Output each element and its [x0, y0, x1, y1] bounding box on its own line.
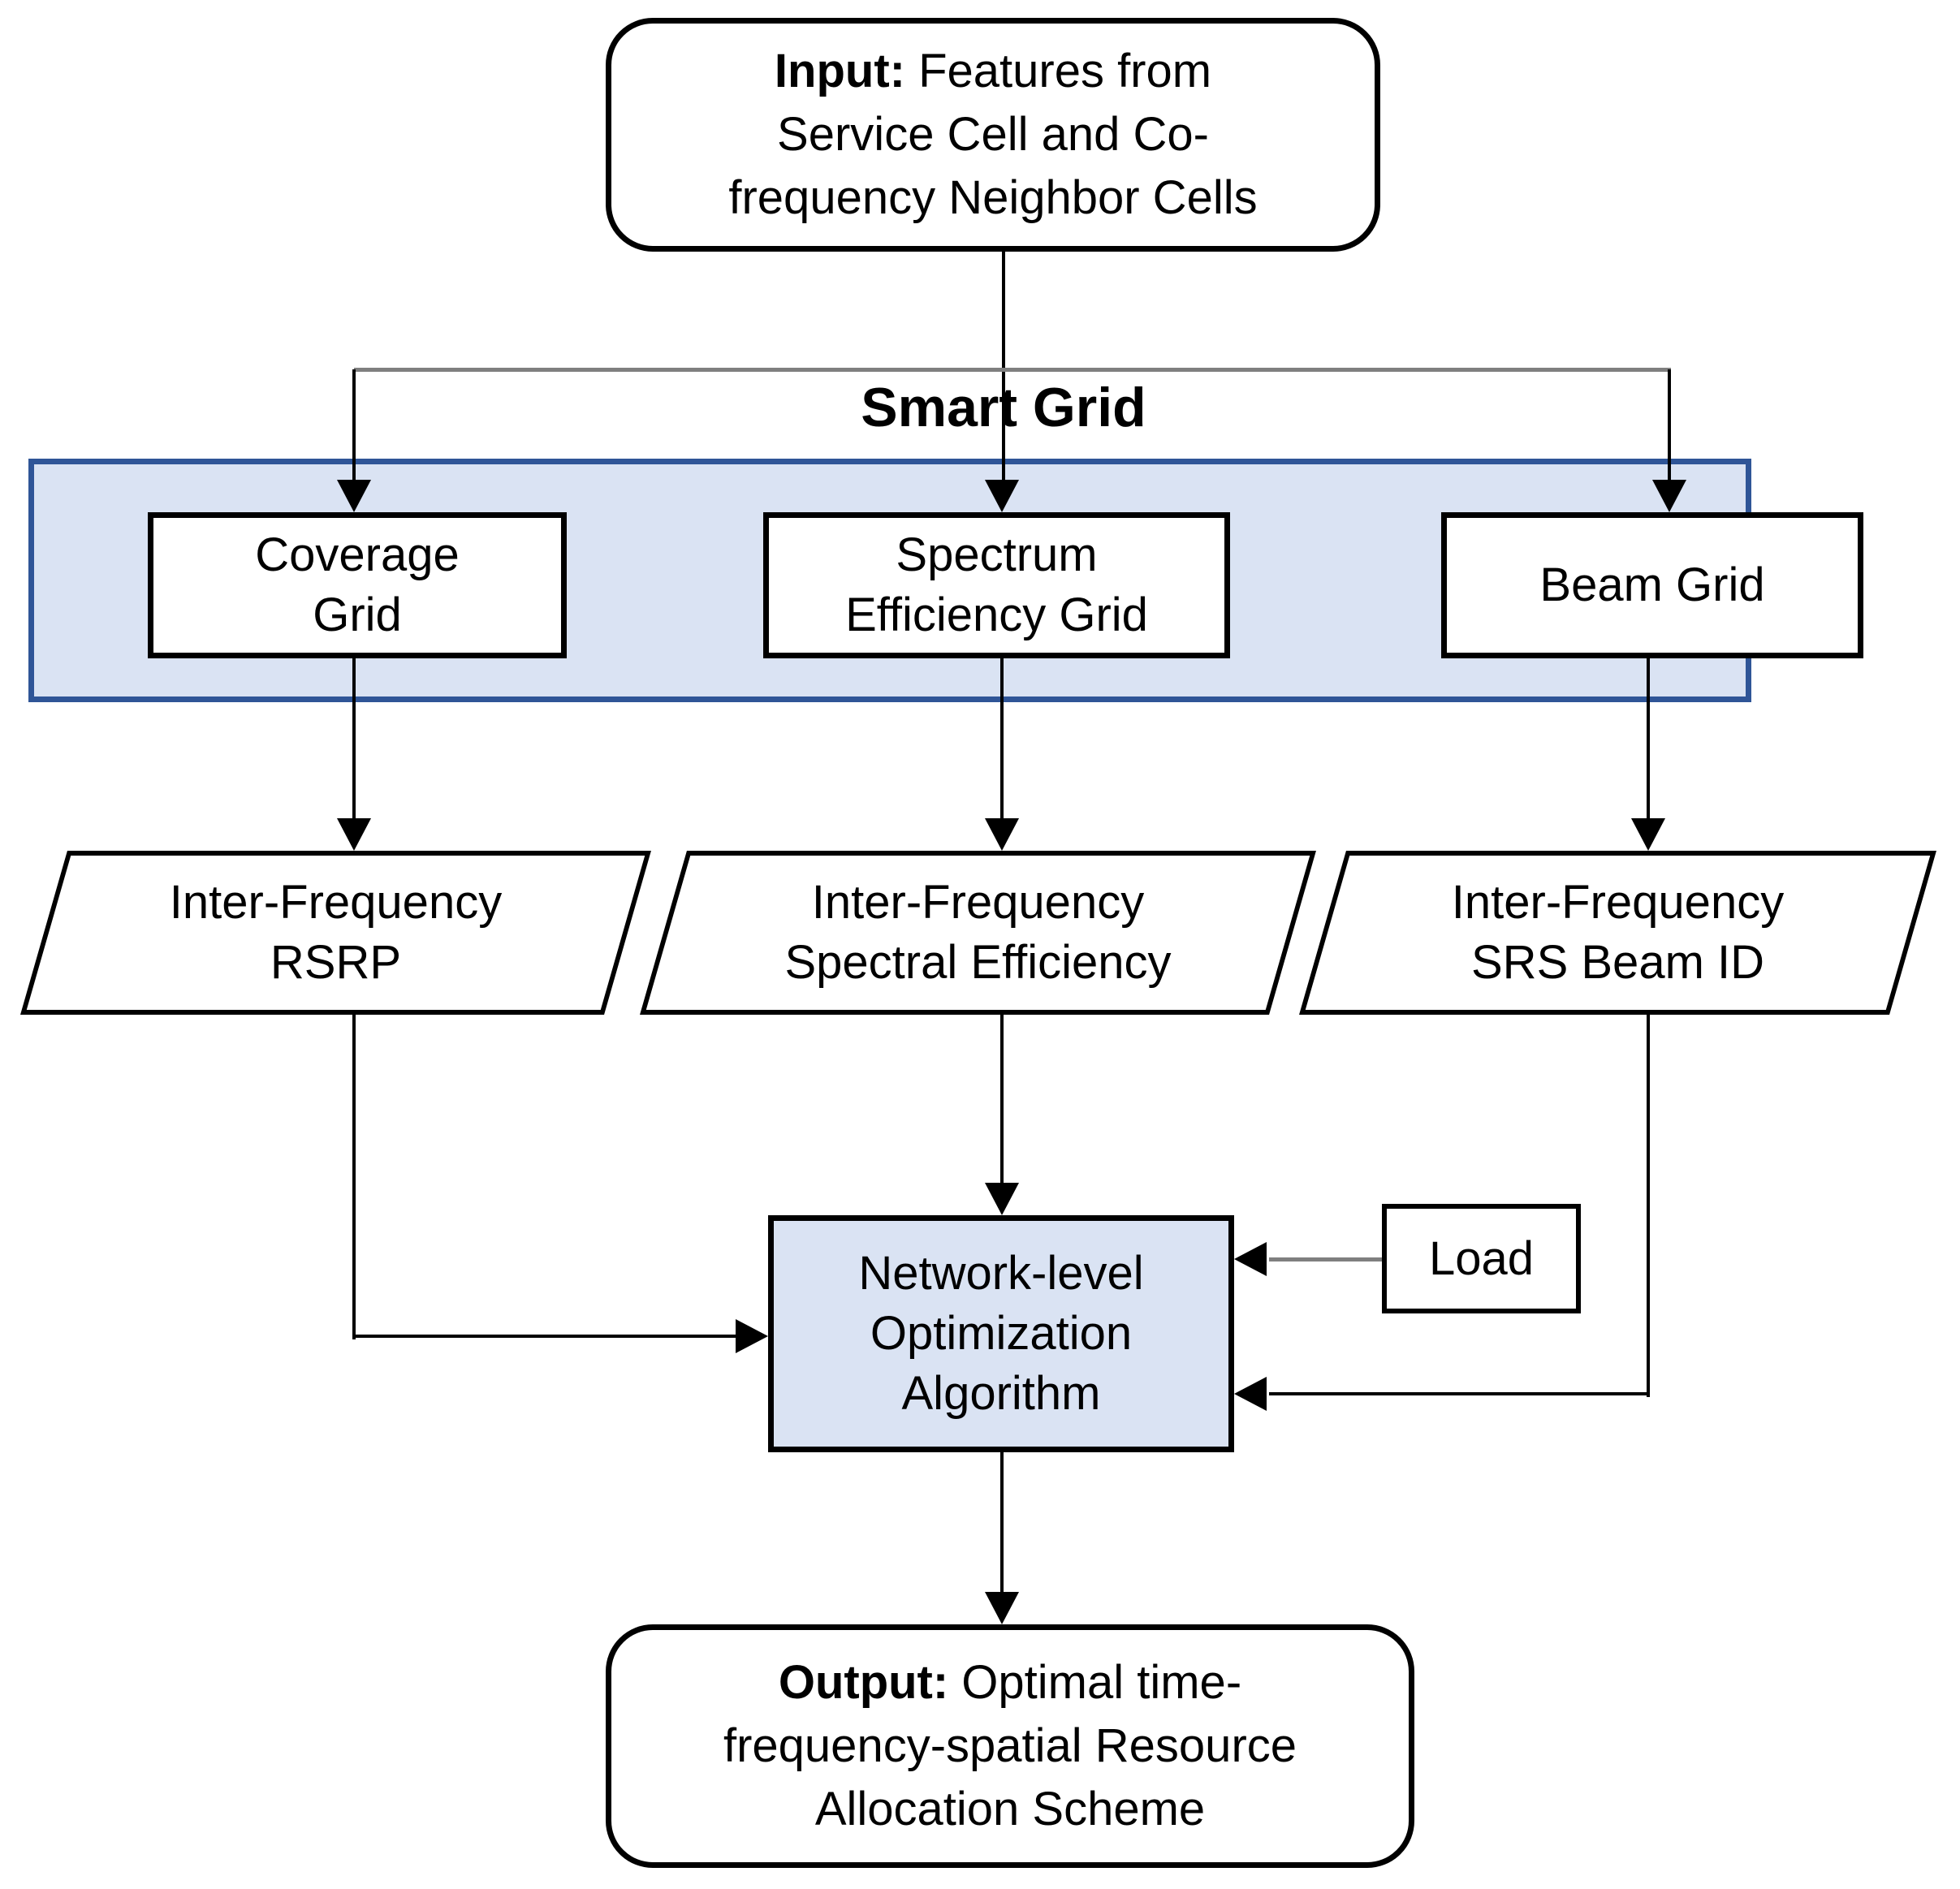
- connector-branch-right-down: [1668, 369, 1671, 483]
- input-line-2: Service Cell and Co-: [777, 108, 1209, 161]
- output-box: Output: Optimal time- frequency-spatial …: [606, 1624, 1414, 1868]
- connector-spectrum-to-spectral: [1000, 658, 1004, 821]
- arrowhead-into-spectrum-grid: [985, 480, 1019, 512]
- connector-rsrp-right: [352, 1335, 736, 1338]
- output-line-3: Allocation Scheme: [814, 1783, 1206, 1835]
- coverage-grid-box: Coverage Grid: [148, 512, 567, 658]
- spectral-efficiency-parallelogram: Inter-Frequency Spectral Efficiency: [640, 851, 1316, 1015]
- connector-rsrp-down: [352, 1015, 356, 1339]
- arrowhead-into-output: [985, 1592, 1019, 1624]
- output-line-2: frequency-spatial Resource: [723, 1719, 1297, 1772]
- arrowhead-into-rsrp: [337, 818, 371, 851]
- coverage-grid-line-2: Grid: [313, 589, 402, 641]
- arrowhead-rsrp-into-network: [736, 1319, 768, 1353]
- connector-srs-left: [1269, 1392, 1650, 1395]
- input-line-1: Input: Features from: [774, 45, 1212, 97]
- arrowhead-into-spectral: [985, 818, 1019, 851]
- connector-input-down: [1002, 252, 1005, 483]
- arrowhead-spectral-into-network: [985, 1183, 1019, 1215]
- load-box: Load: [1382, 1204, 1581, 1313]
- arrowhead-load-into-network: [1234, 1242, 1267, 1276]
- srs-beam-id-parallelogram: Inter-Frequency SRS Beam ID: [1299, 851, 1936, 1015]
- coverage-grid-line-1: Coverage: [255, 528, 460, 581]
- spectrum-grid-line-1: Spectrum: [896, 528, 1098, 581]
- arrowhead-into-srs: [1631, 818, 1665, 851]
- arrowhead-into-coverage-grid: [337, 480, 371, 512]
- network-line-3: Algorithm: [901, 1367, 1101, 1420]
- network-line-2: Optimization: [870, 1307, 1133, 1360]
- spectral-line-2: Spectral Efficiency: [784, 936, 1172, 989]
- srs-line-2: SRS Beam ID: [1471, 936, 1764, 989]
- connector-beam-to-srs: [1647, 658, 1650, 821]
- rsrp-line-2: RSRP: [270, 936, 402, 989]
- connector-network-to-output: [1000, 1452, 1004, 1593]
- connector-load-left: [1269, 1257, 1382, 1261]
- connector-srs-down: [1647, 1015, 1650, 1397]
- input-line-3: frequency Neighbor Cells: [728, 171, 1258, 224]
- connector-spectral-down: [1000, 1015, 1004, 1185]
- srs-line-1: Inter-Frequency: [1451, 876, 1785, 929]
- arrowhead-into-beam-grid: [1652, 480, 1686, 512]
- beam-grid-line-1: Beam Grid: [1539, 559, 1765, 611]
- spectrum-grid-line-2: Efficiency Grid: [845, 589, 1148, 641]
- load-label: Load: [1428, 1231, 1535, 1285]
- connector-branch-left-down: [352, 369, 356, 483]
- connector-branch-horizontal: [354, 368, 1671, 372]
- spectral-line-1: Inter-Frequency: [811, 876, 1145, 929]
- rsrp-parallelogram: Inter-Frequency RSRP: [20, 851, 651, 1015]
- beam-grid-box: Beam Grid: [1441, 512, 1863, 658]
- rsrp-line-1: Inter-Frequency: [169, 876, 503, 929]
- network-line-1: Network-level: [858, 1247, 1144, 1300]
- smart-grid-title: Smart Grid: [861, 377, 1146, 438]
- connector-coverage-to-rsrp: [352, 658, 356, 821]
- arrowhead-srs-into-network: [1234, 1377, 1267, 1411]
- output-line-1: Output: Optimal time-: [778, 1656, 1242, 1709]
- input-box: Input: Features from Service Cell and Co…: [606, 18, 1380, 252]
- network-optimization-box: Network-level Optimization Algorithm: [768, 1215, 1234, 1452]
- spectrum-efficiency-grid-box: Spectrum Efficiency Grid: [763, 512, 1230, 658]
